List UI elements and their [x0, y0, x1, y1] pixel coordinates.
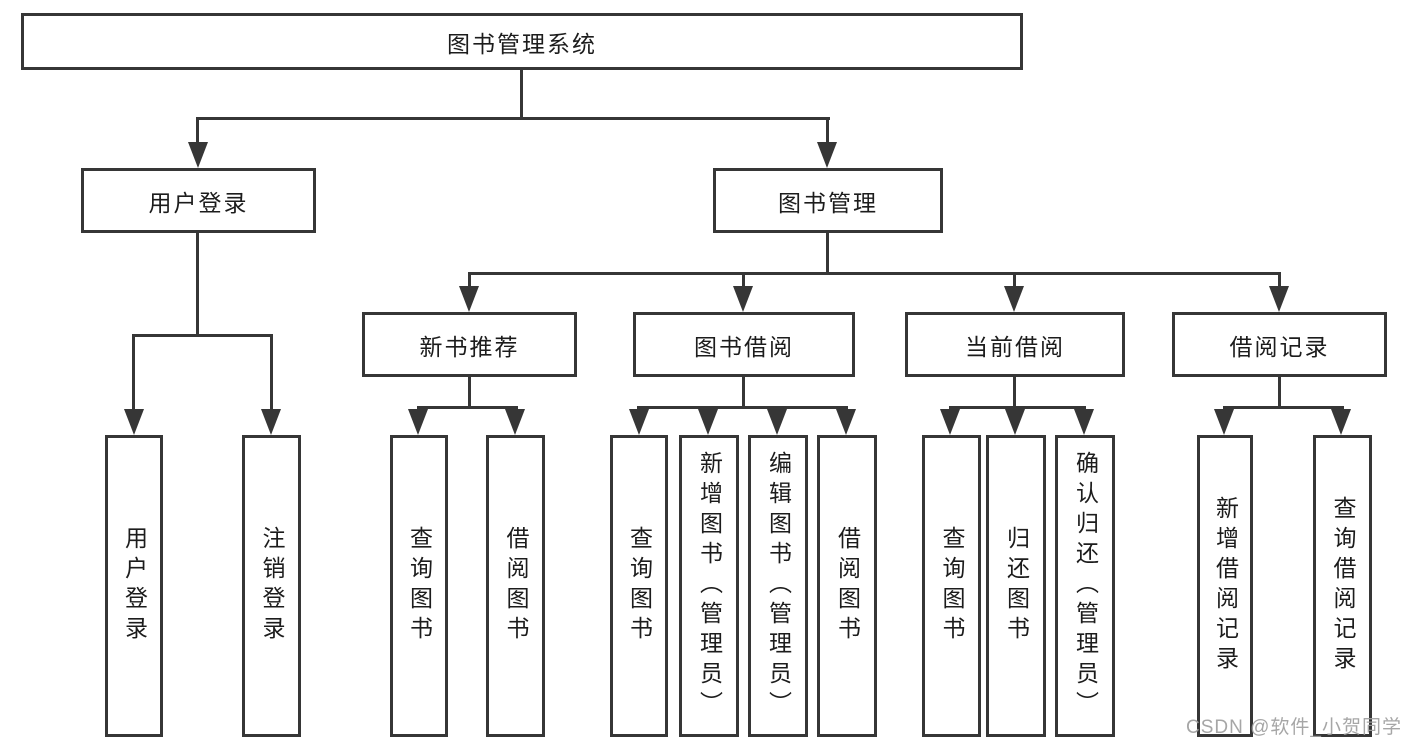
arrow-down	[124, 409, 144, 435]
arrow-down	[408, 409, 428, 435]
node-label: 新书推荐	[419, 333, 520, 360]
node-book-management: 图书管理	[713, 168, 943, 233]
arrow-down	[1269, 286, 1289, 312]
arrow-down	[188, 142, 208, 168]
node-label: 注销登录	[259, 526, 285, 646]
connector-line	[949, 406, 1086, 409]
connector-line	[468, 377, 471, 408]
leaf-edit-book-admin: 编辑图书（管理员）	[748, 435, 808, 737]
node-label: 图书管理系统	[447, 30, 597, 57]
arrow-down	[836, 409, 856, 435]
node-label: 查询图书	[939, 526, 965, 646]
leaf-logout: 注销登录	[242, 435, 301, 737]
node-label: 借阅记录	[1229, 333, 1330, 360]
node-label: 当前借阅	[965, 333, 1065, 360]
leaf-query-books-borrowing: 查询图书	[610, 435, 668, 737]
arrow-down	[1004, 286, 1024, 312]
arrow-down	[459, 286, 479, 312]
node-label: 图书管理	[778, 189, 878, 216]
connector-line	[1278, 377, 1281, 408]
node-label: 借阅图书	[503, 526, 529, 646]
node-label: 查询图书	[626, 526, 653, 646]
leaf-user-login: 用户登录	[105, 435, 163, 737]
connector-line	[1278, 272, 1281, 288]
watermark: CSDN @软件_小贺同学	[1186, 717, 1402, 738]
node-label: 查询图书	[406, 526, 433, 646]
connector-line	[826, 233, 829, 274]
connector-line	[637, 406, 848, 409]
connector-line	[826, 117, 829, 146]
connector-line	[132, 334, 273, 337]
connector-line	[197, 117, 830, 120]
node-user-login: 用户登录	[81, 168, 316, 233]
arrow-down	[698, 409, 718, 435]
node-label: 新增借阅记录	[1212, 496, 1239, 676]
connector-line	[742, 272, 745, 288]
leaf-query-borrow-record: 查询借阅记录	[1313, 435, 1372, 737]
leaf-add-borrow-record: 新增借阅记录	[1197, 435, 1253, 737]
connector-line	[1223, 406, 1344, 409]
leaf-borrow-books-recommend: 借阅图书	[486, 435, 545, 737]
connector-line	[1013, 377, 1016, 408]
leaf-return-books: 归还图书	[986, 435, 1046, 737]
leaf-confirm-return-admin: 确认归还（管理员）	[1055, 435, 1115, 737]
arrow-down	[817, 142, 837, 168]
arrow-down	[1331, 409, 1351, 435]
node-borrowing-records: 借阅记录	[1172, 312, 1387, 377]
node-library-management-system: 图书管理系统	[21, 13, 1023, 70]
node-new-book-recommendation: 新书推荐	[362, 312, 577, 377]
node-label: 借阅图书	[834, 526, 861, 646]
arrow-down	[1214, 409, 1234, 435]
node-label: 确认归还（管理员）	[1072, 451, 1099, 721]
node-label: 图书借阅	[694, 333, 794, 360]
arrow-down	[733, 286, 753, 312]
node-label: 新增图书（管理员）	[696, 451, 723, 721]
connector-line	[196, 233, 199, 337]
connector-line	[1013, 272, 1016, 288]
connector-line	[196, 117, 199, 146]
node-label: 用户登录	[121, 526, 148, 646]
connector-line	[468, 272, 471, 288]
node-label: 用户登录	[148, 189, 249, 216]
connector-line	[742, 377, 745, 408]
leaf-query-books-current: 查询图书	[922, 435, 981, 737]
node-book-borrowing: 图书借阅	[633, 312, 855, 377]
arrow-down	[505, 409, 525, 435]
connector-line	[417, 406, 518, 409]
leaf-query-books-recommend: 查询图书	[390, 435, 448, 737]
leaf-add-book-admin: 新增图书（管理员）	[679, 435, 739, 737]
connector-line	[520, 70, 523, 118]
arrow-down	[629, 409, 649, 435]
arrow-down	[1005, 409, 1025, 435]
node-label: 归还图书	[1003, 526, 1030, 646]
arrow-down	[767, 409, 787, 435]
connector-line	[270, 334, 273, 412]
leaf-borrow-books-borrowing: 借阅图书	[817, 435, 877, 737]
node-current-borrowing: 当前借阅	[905, 312, 1125, 377]
node-label: 编辑图书（管理员）	[765, 451, 792, 721]
node-label: 查询借阅记录	[1330, 496, 1356, 676]
connector-line	[132, 334, 135, 412]
arrow-down	[261, 409, 281, 435]
arrow-down	[1074, 409, 1094, 435]
connector-line	[468, 272, 1281, 275]
arrow-down	[940, 409, 960, 435]
